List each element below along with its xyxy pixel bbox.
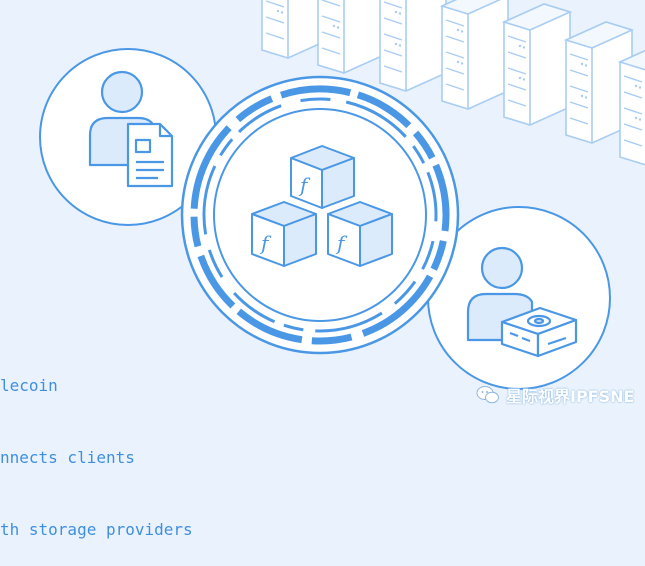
watermark: 星际视界IPFSNE	[476, 383, 634, 407]
client-node	[39, 48, 217, 226]
tagline-caption: lecoin nnects clients th storage provide…	[0, 326, 193, 566]
storage-provider-icon	[466, 246, 578, 358]
caption-line-2: nnects clients	[0, 448, 135, 467]
filecoin-cubes-icon: f f f	[251, 145, 393, 267]
storage-provider-node	[427, 206, 611, 390]
wechat-icon	[476, 386, 499, 404]
watermark-text: 星际视界IPFSNE	[506, 387, 635, 406]
caption-line-1: lecoin	[0, 376, 58, 395]
filecoin-network-ring: f f f	[180, 75, 460, 355]
illustration-canvas: f f f	[39, 0, 645, 390]
client-with-document-icon	[88, 70, 174, 188]
caption-line-3: th storage providers	[0, 520, 193, 539]
